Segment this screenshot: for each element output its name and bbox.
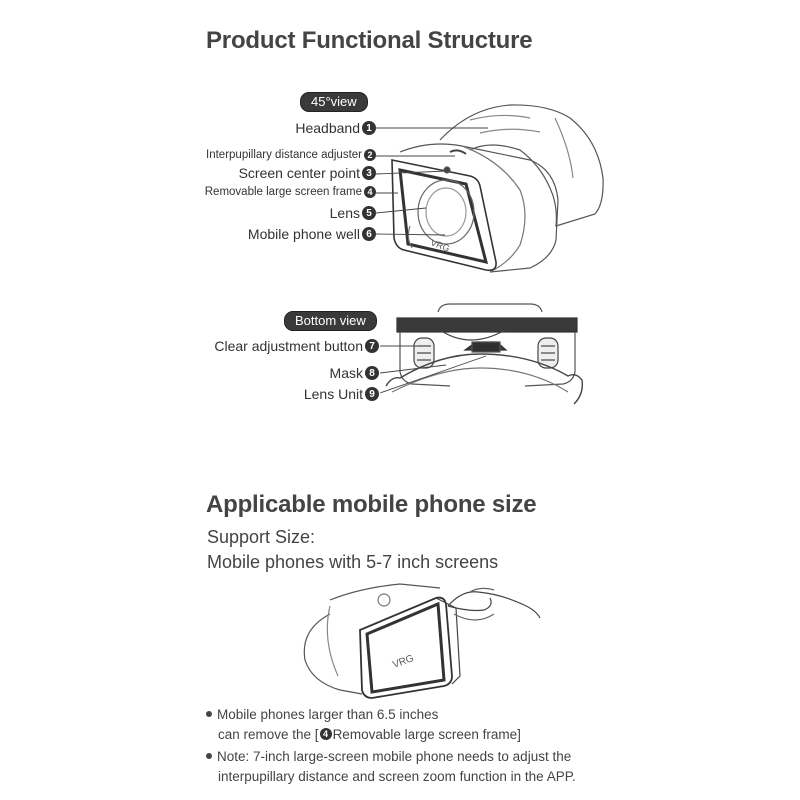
part-number-badge: 8: [365, 366, 379, 380]
brand-mark-small: VRG: [391, 653, 415, 671]
part-number-badge: 9: [365, 387, 379, 401]
note-large-phones: Mobile phones larger than 6.5 inches: [206, 705, 438, 725]
bullet-dot: [206, 711, 212, 718]
support-size-value: Mobile phones with 5-7 inch screens: [207, 552, 499, 572]
view-45-badge: 45°view: [300, 92, 368, 112]
part-text: Lens: [329, 205, 360, 221]
part-number-badge: 5: [362, 206, 376, 220]
note-7inch-cont: interpupillary distance and screen zoom …: [218, 767, 576, 787]
part-number-badge: 6: [362, 227, 376, 241]
part-text: Mobile phone well: [247, 226, 360, 242]
part-number-badge: 2: [364, 149, 376, 161]
note-text: interpupillary distance and screen zoom …: [218, 769, 576, 784]
part-number-badge: 3: [362, 166, 376, 180]
note-text: Note: 7-inch large-screen mobile phone n…: [217, 749, 572, 764]
part-text: Screen center point: [238, 165, 360, 181]
part-number-badge: 4: [364, 186, 376, 198]
bullet-dot: [206, 753, 212, 760]
bottom-view-badge: Bottom view: [284, 311, 377, 331]
part-text: Lens Unit: [303, 386, 363, 402]
part-text: Mask: [329, 365, 363, 381]
part-number-badge: 1: [362, 121, 376, 135]
part-text: Interpupillary distance adjuster: [206, 149, 362, 161]
note-7inch: Note: 7-inch large-screen mobile phone n…: [206, 747, 571, 767]
part-number-badge: 4: [319, 728, 332, 741]
note-text: can remove the [: [218, 727, 319, 742]
note-text: Removable large screen frame]: [332, 727, 521, 742]
support-size-label: Support Size:: [207, 527, 316, 547]
phone-size-title: Applicable mobile phone size: [206, 491, 537, 518]
note-text: Mobile phones larger than 6.5 inches: [217, 707, 439, 722]
part-text: Removable large screen frame: [204, 186, 362, 198]
structure-title: Product Functional Structure: [206, 27, 533, 54]
part-text: Headband: [295, 120, 360, 136]
part-text: Clear adjustment button: [214, 338, 363, 354]
part-number-badge: 7: [365, 339, 379, 353]
